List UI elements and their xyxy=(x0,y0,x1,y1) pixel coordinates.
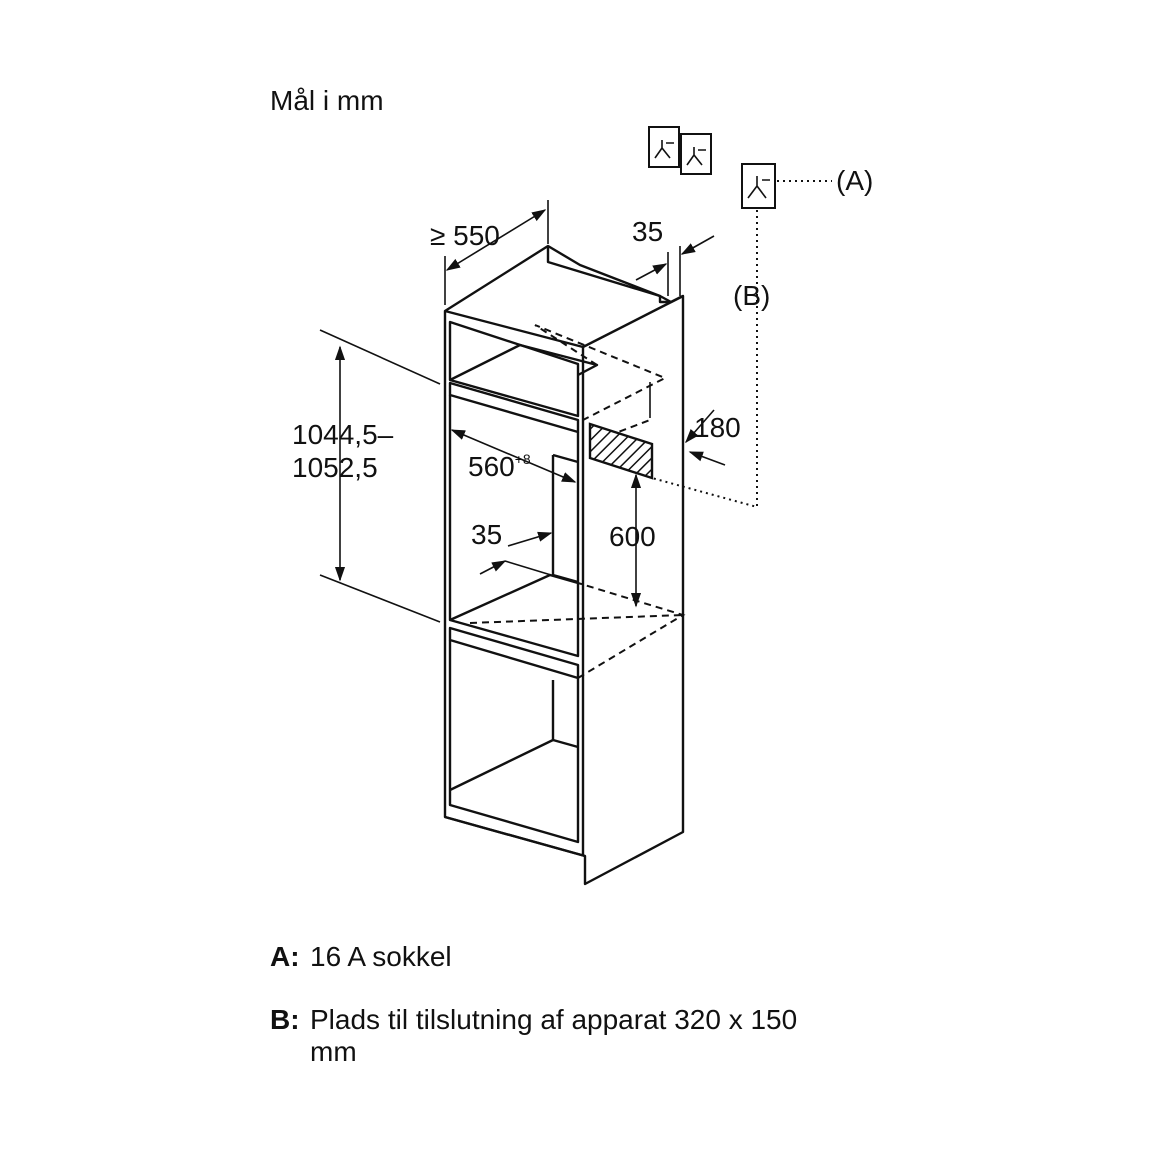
power-socket-icon xyxy=(648,126,776,209)
dim-inner-panel-label: 35 xyxy=(471,519,503,550)
dim-outlet-height-label: 180 xyxy=(694,412,741,443)
upper-dashed-box xyxy=(534,324,668,421)
lower-compartment xyxy=(448,640,580,844)
dim-width-label: 560+8 xyxy=(468,452,531,481)
dim-niche-label: 600 xyxy=(609,521,656,552)
legend-a-text: 16 A sokkel xyxy=(310,941,452,972)
dim-height-label-1: 1044,5– xyxy=(292,419,394,450)
upper-shelf xyxy=(448,381,580,434)
connection-area xyxy=(588,422,654,480)
legend-a-key: A: xyxy=(270,941,300,972)
dim-width xyxy=(450,429,577,483)
lower-shelf xyxy=(449,573,579,622)
dim-depth xyxy=(445,209,547,271)
legend-b-key: B: xyxy=(270,1004,300,1035)
callout-b: (B) xyxy=(733,280,771,311)
callout-a: (A) xyxy=(836,165,874,196)
cabinet-top-front xyxy=(444,309,584,349)
dim-height-label-2: 1052,5 xyxy=(292,452,378,483)
oven-niche xyxy=(448,395,580,658)
legend-b: B: Plads til tilslutning af apparat 320 x… xyxy=(270,1004,830,1068)
plinth-edge xyxy=(444,815,586,858)
unit-note: Mål i mm xyxy=(270,85,384,116)
legend-a: A: 16 A sokkel xyxy=(270,941,452,973)
dim-width-tolerance: +8 xyxy=(514,451,531,467)
legend-b-text: Plads til tilslutning af apparat 320 x 1… xyxy=(310,1004,798,1067)
cabinet-top-right xyxy=(582,294,684,349)
dim-top-panel-label: 35 xyxy=(632,216,664,247)
dim-width-value: 560 xyxy=(468,451,515,482)
lower-dashed-box xyxy=(577,582,686,679)
dim-depth-label: ≥ 550 xyxy=(430,220,500,251)
